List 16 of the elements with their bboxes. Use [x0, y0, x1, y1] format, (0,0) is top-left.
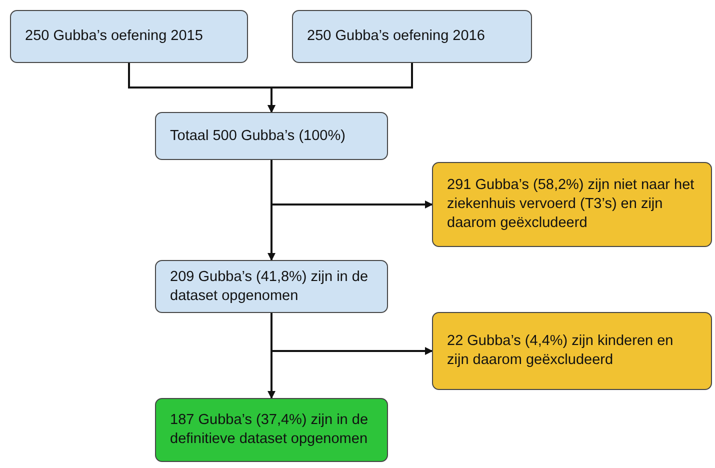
process-box	[10, 10, 248, 63]
box-text: 209 Gubba’s (41,8%) zijn in de dataset opgenomen	[170, 268, 370, 306]
arrow	[268, 63, 413, 113]
process-box	[292, 10, 532, 63]
box-text: 22 Gubba’s (4,4%) zijn kinderen en zijn daarom geëxcludeerd	[447, 332, 674, 370]
process-box	[155, 112, 388, 160]
arrow	[268, 160, 276, 261]
box-text: 250 Gubba’s oefening 2015	[25, 27, 203, 46]
box-text: 187 Gubba’s (37,4%) zijn in de definitieve dataset opgenomen	[170, 411, 370, 449]
box-text: Totaal 500 Gubba’s (100%)	[170, 126, 346, 146]
box-text: 291 Gubba’s (58,2%) zijn niet naar het ziekenhuis vervoerd (T3’s) en zijn daarom geëxcludeerd	[447, 176, 696, 233]
process-box	[155, 398, 388, 462]
box-text: 250 Gubba’s oefening 2016	[307, 27, 485, 46]
process-box	[155, 260, 388, 313]
process-box	[432, 162, 712, 247]
process-box	[432, 312, 712, 390]
